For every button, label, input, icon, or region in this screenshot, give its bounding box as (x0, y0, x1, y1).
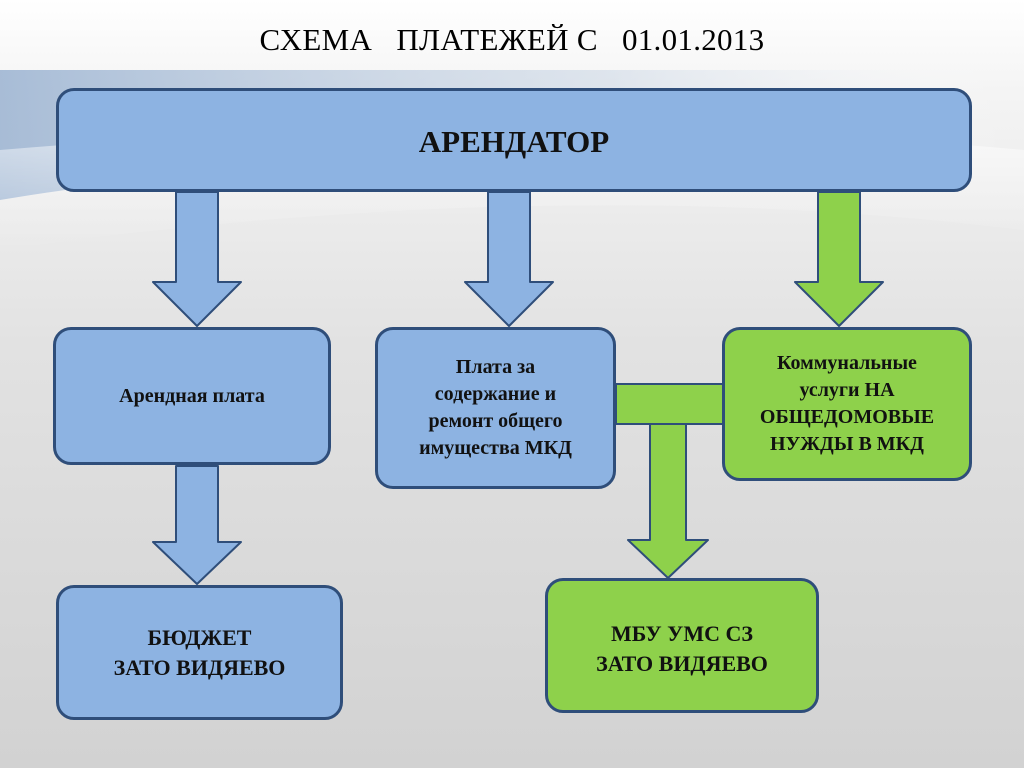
node-rent: Арендная плата (53, 327, 331, 465)
slide-title: СХЕМА ПЛАТЕЖЕЙ С 01.01.2013 (259, 22, 765, 57)
node-budget: БЮДЖЕТ ЗАТО ВИДЯЕВО (56, 585, 343, 720)
node-budget-label: БЮДЖЕТ ЗАТО ВИДЯЕВО (113, 624, 286, 680)
node-tenant: АРЕНДАТОР (56, 88, 972, 192)
node-mbu: МБУ УМС СЗ ЗАТО ВИДЯЕВО (545, 578, 819, 713)
node-mbu-label: МБУ УМС СЗ ЗАТО ВИДЯЕВО (596, 621, 768, 676)
node-maintenance-label: Плата за содержание и ремонт общего имущ… (419, 356, 572, 459)
node-utilities: Коммунальные услуги НА ОБЩЕДОМОВЫЕ НУЖДЫ… (722, 327, 972, 481)
node-tenant-label: АРЕНДАТОР (418, 124, 610, 159)
node-rent-label: Арендная плата (119, 384, 265, 407)
node-maintenance: Плата за содержание и ремонт общего имущ… (375, 327, 616, 489)
node-utilities-label: Коммунальные услуги НА ОБЩЕДОМОВЫЕ НУЖДЫ… (759, 352, 935, 455)
